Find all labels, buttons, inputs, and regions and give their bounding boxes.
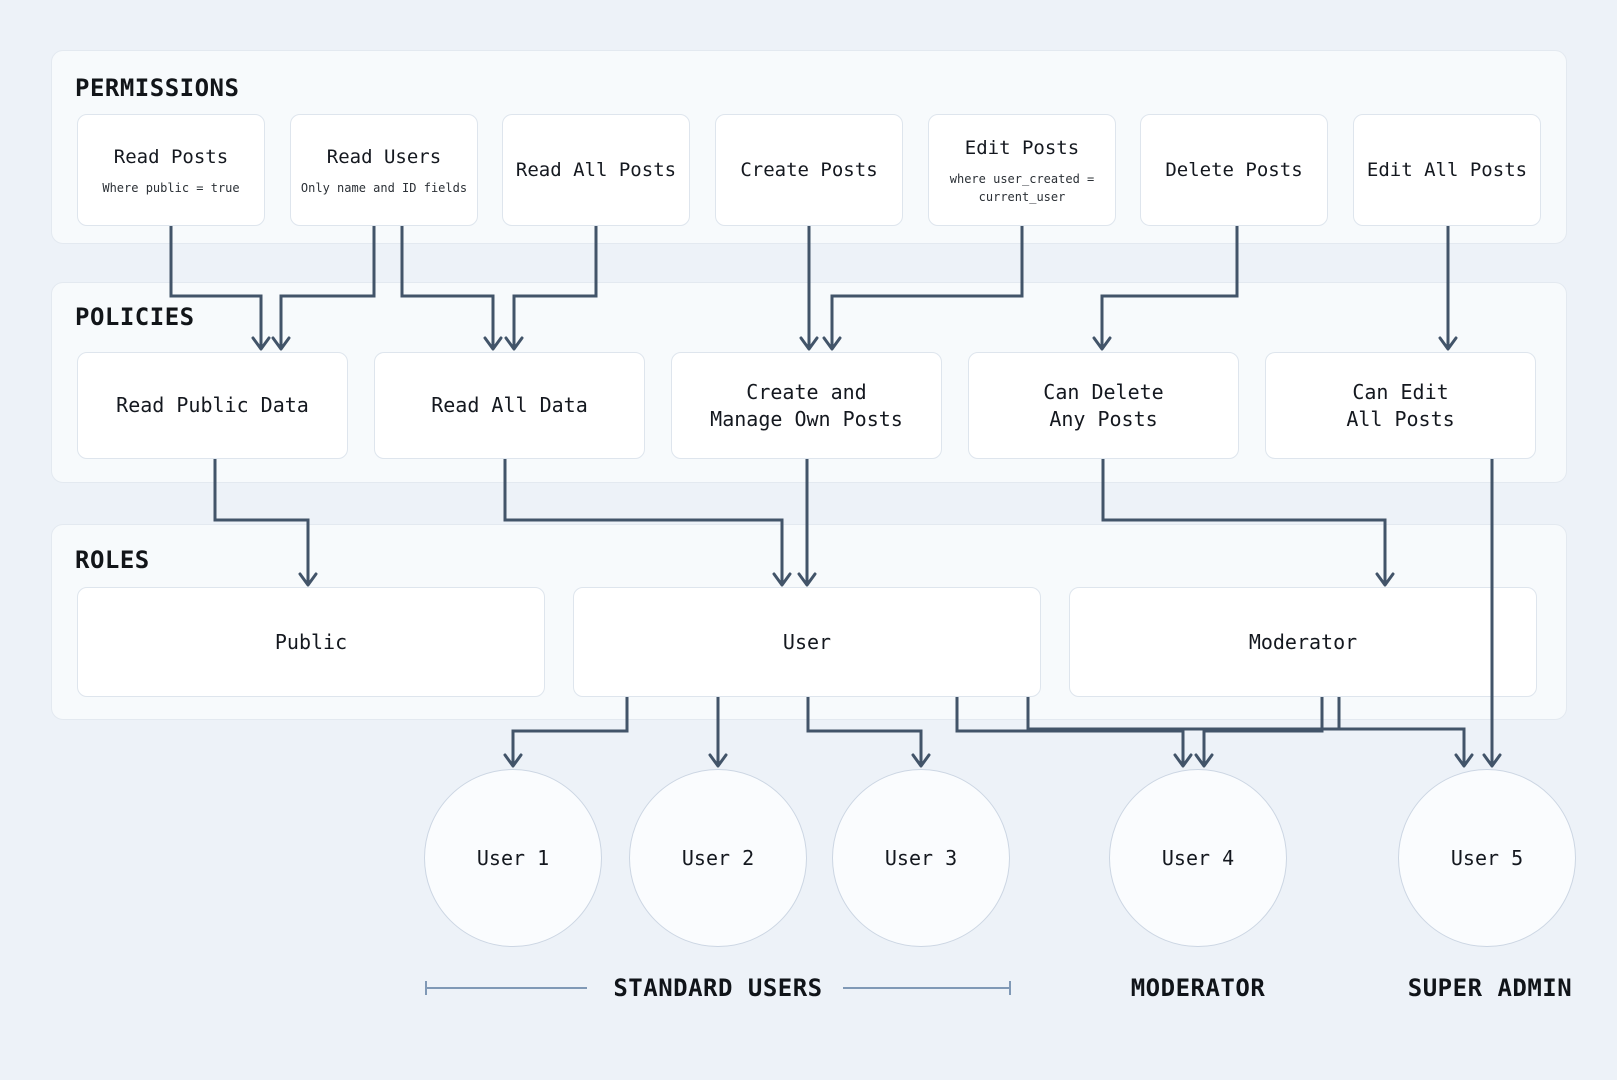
role-box-user: User — [573, 587, 1041, 697]
role-label: Moderator — [1248, 630, 1358, 654]
policy-box-can-delete-any-posts: Can Delete Any Posts — [968, 352, 1239, 459]
user-circle-label: User 3 — [884, 846, 958, 870]
role-box-public: Public — [77, 587, 545, 697]
user-circle-label: User 5 — [1450, 846, 1524, 870]
group-label-moderator: MODERATOR — [1130, 974, 1266, 1002]
policy-label: Read Public Data — [116, 393, 309, 417]
arrowhead — [1454, 753, 1474, 768]
policy-box-read-public-data: Read Public Data — [77, 352, 348, 459]
policy-label: Can Delete — [1043, 379, 1164, 404]
policy-label: Can Edit — [1352, 379, 1449, 404]
arrowhead — [1482, 753, 1502, 768]
user-circle-4: User 4 — [1109, 769, 1287, 947]
arrowhead — [708, 753, 728, 768]
role-label: Public — [274, 630, 348, 654]
permission-label: Read Users — [326, 145, 442, 168]
group-label-super-admin: SUPER ADMIN — [1407, 974, 1573, 1002]
user-circle-label: User 2 — [681, 846, 755, 870]
policies-title: POLICIES — [75, 303, 195, 331]
role-box-moderator: Moderator — [1069, 587, 1537, 697]
arrowhead — [503, 753, 523, 768]
user-circle-5: User 5 — [1398, 769, 1576, 947]
permission-box-create-posts: Create Posts — [715, 114, 903, 226]
permissions-title: PERMISSIONS — [75, 74, 240, 102]
permission-box-read-all-posts: Read All Posts — [502, 114, 690, 226]
user-circle-2: User 2 — [629, 769, 807, 947]
permission-box-delete-posts: Delete Posts — [1140, 114, 1328, 226]
user-circle-label: User 4 — [1161, 846, 1235, 870]
group-label-standard-users: STANDARD USERS — [613, 974, 823, 1002]
permission-label: Delete Posts — [1165, 159, 1303, 181]
roles-title: ROLES — [75, 546, 150, 574]
user-circle-3: User 3 — [832, 769, 1010, 947]
permission-condition: Where public = true — [102, 180, 240, 195]
user-circle-1: User 1 — [424, 769, 602, 947]
policy-label: Any Posts — [1049, 406, 1158, 431]
policy-box-create-manage-own-posts: Create and Manage Own Posts — [671, 352, 942, 459]
arrowhead — [911, 753, 931, 768]
arrowhead — [1173, 753, 1193, 768]
permission-box-read-posts: Read Posts Where public = true — [77, 114, 265, 226]
permission-box-read-users: Read Users Only name and ID fields — [290, 114, 478, 226]
permission-label: Edit Posts — [964, 136, 1080, 159]
policy-label: Create and — [746, 379, 867, 404]
permission-box-edit-all-posts: Edit All Posts — [1353, 114, 1541, 226]
role-label: User — [782, 630, 832, 654]
policy-label: Read All Data — [431, 393, 588, 417]
permission-label: Edit All Posts — [1366, 159, 1528, 181]
user-circle-label: User 1 — [476, 846, 550, 870]
permission-condition: where user_created = current_user — [949, 171, 1095, 204]
permission-label: Read All Posts — [515, 159, 677, 181]
permission-condition: Only name and ID fields — [300, 180, 468, 195]
permission-label: Read Posts — [113, 145, 229, 168]
arrowhead — [1194, 753, 1214, 768]
policy-box-read-all-data: Read All Data — [374, 352, 645, 459]
policy-label: Manage Own Posts — [710, 406, 903, 431]
permission-box-edit-posts: Edit Posts where user_created = current_… — [928, 114, 1116, 226]
permission-label: Create Posts — [740, 159, 878, 181]
policy-box-can-edit-all-posts: Can Edit All Posts — [1265, 352, 1536, 459]
policy-label: All Posts — [1346, 406, 1455, 431]
